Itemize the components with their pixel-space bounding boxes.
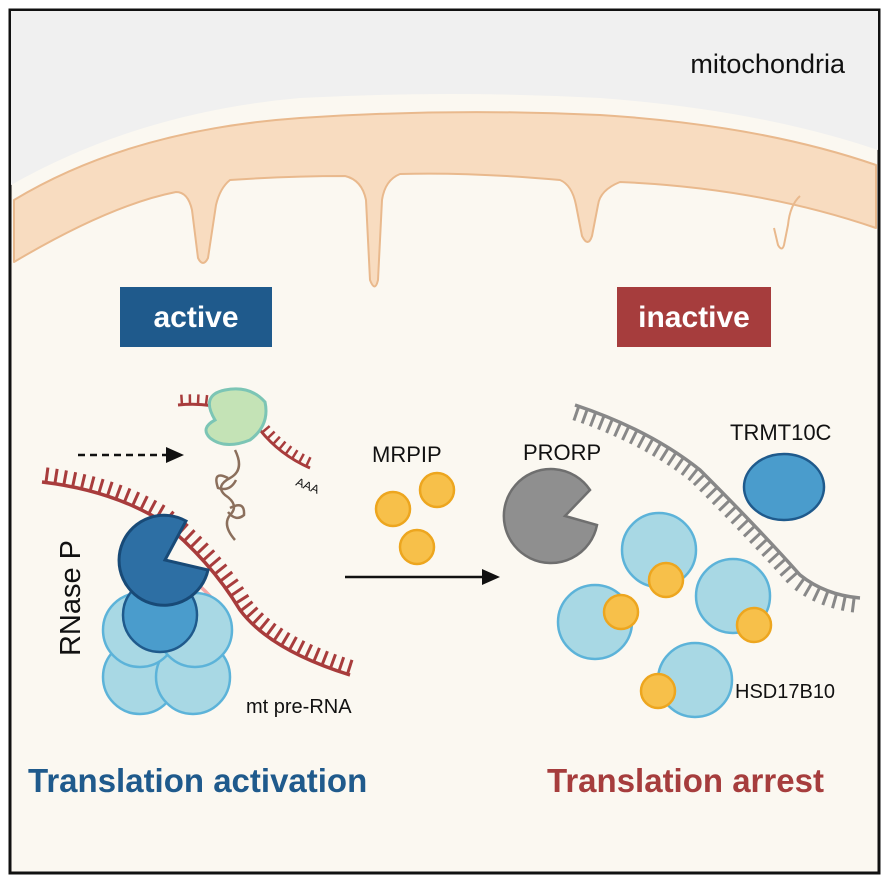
- mitochondria-label: mitochondria: [690, 49, 846, 79]
- trmt10c-right: [744, 454, 824, 520]
- translation-arrest-text: Translation arrest: [547, 762, 824, 799]
- hsd17b10-label: HSD17B10: [735, 681, 835, 703]
- inactive-badge-text: inactive: [638, 301, 750, 334]
- prorp-label: PRORP: [523, 440, 601, 465]
- inactive-badge: inactive: [617, 287, 771, 347]
- mt-pre-rna-label: mt pre-RNA: [246, 696, 352, 718]
- trmt10c-label: TRMT10C: [730, 420, 832, 445]
- active-badge-text: active: [153, 301, 238, 334]
- mrpip-label: MRPIP: [372, 442, 442, 467]
- translation-activation-text: Translation activation: [28, 762, 367, 799]
- active-badge: active: [120, 287, 272, 347]
- rnase-p-label: RNase P: [55, 540, 87, 656]
